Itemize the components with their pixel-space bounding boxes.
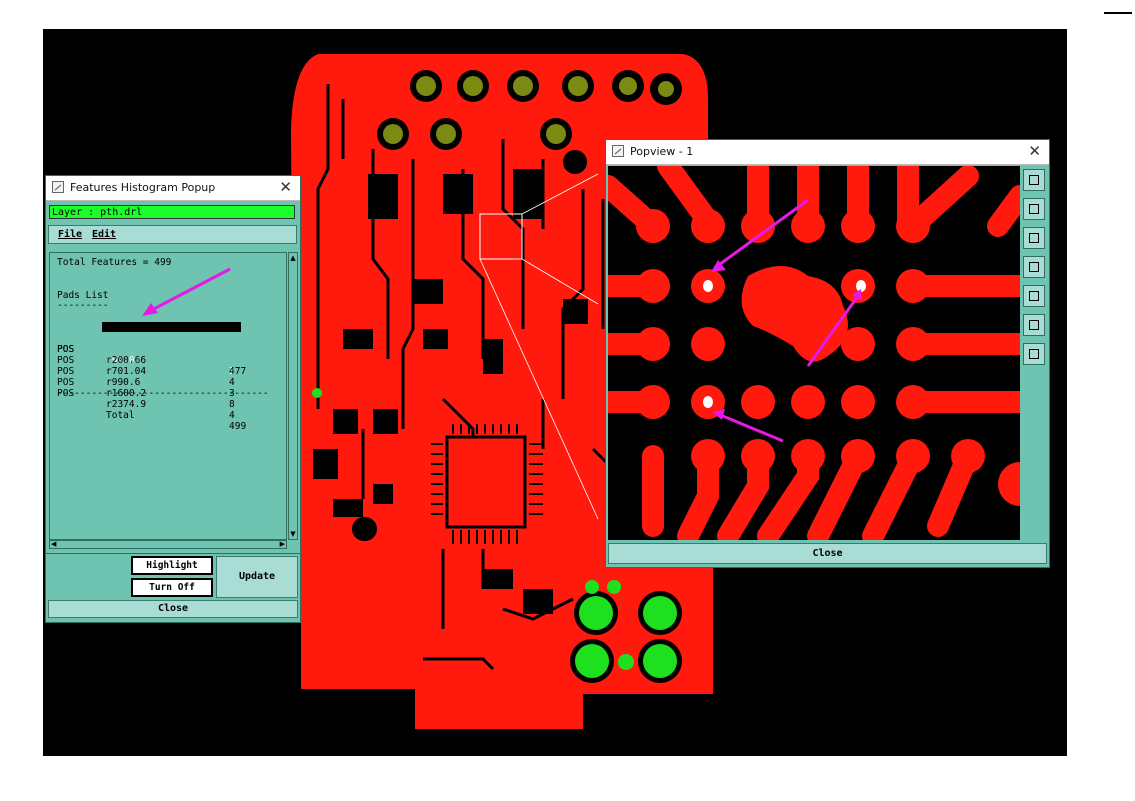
popview-zoom-view[interactable] bbox=[608, 166, 1020, 540]
popview-title-bar[interactable]: Popview - 1 ✕ bbox=[606, 140, 1049, 165]
zoom-fit-icon[interactable] bbox=[1023, 169, 1045, 191]
row-type: POS bbox=[57, 344, 75, 355]
features-window-title: Features Histogram Popup bbox=[70, 181, 216, 194]
horizontal-scrollbar[interactable]: ◀ ▶ bbox=[49, 540, 287, 549]
popview-window[interactable]: Popview - 1 ✕ bbox=[605, 139, 1050, 568]
row-count: 4 bbox=[229, 377, 235, 388]
features-histogram-window[interactable]: Features Histogram Popup ✕ Layer : pth.d… bbox=[45, 175, 301, 623]
pads-list-rule: --------- bbox=[57, 300, 109, 311]
row-symbol: r99.06 bbox=[106, 355, 141, 366]
table-row[interactable]: POS r2374.9 4 bbox=[57, 377, 277, 421]
total-features-text: Total Features = 499 bbox=[57, 257, 172, 268]
pan-up-icon[interactable] bbox=[1023, 198, 1045, 220]
zoom-in-icon[interactable] bbox=[1023, 314, 1045, 336]
scroll-right-icon[interactable]: ▶ bbox=[279, 540, 285, 548]
window-app-icon bbox=[612, 145, 624, 157]
row-symbol: r1600.2 bbox=[106, 388, 147, 399]
table-row[interactable]: POS r200.66 477 bbox=[57, 333, 277, 377]
row-type: POS bbox=[57, 377, 75, 388]
row-type: POS bbox=[57, 366, 75, 377]
row-symbol: r200.66 bbox=[106, 355, 147, 366]
close-icon[interactable]: ✕ bbox=[1028, 142, 1041, 160]
window-app-icon bbox=[52, 181, 64, 193]
row-symbol: r2374.9 bbox=[106, 399, 147, 410]
pads-list-panel[interactable]: Total Features = 499 Pads List ---------… bbox=[49, 252, 287, 540]
vertical-scrollbar[interactable]: ▲ ▼ bbox=[288, 252, 298, 540]
scroll-left-icon[interactable]: ◀ bbox=[51, 540, 57, 548]
corner-mark bbox=[1104, 12, 1132, 14]
close-icon[interactable]: ✕ bbox=[279, 178, 292, 196]
table-row[interactable]: POS r1600.2 8 bbox=[57, 366, 277, 410]
table-row[interactable]: POS r99.06 3 bbox=[57, 322, 277, 377]
scroll-up-icon[interactable]: ▲ bbox=[290, 254, 296, 262]
annotation-arrow bbox=[142, 267, 231, 316]
table-separator: ------------------------------------- bbox=[57, 388, 269, 399]
features-title-bar[interactable]: Features Histogram Popup ✕ bbox=[46, 176, 300, 201]
total-row: Total 499 bbox=[57, 399, 277, 432]
popview-window-title: Popview - 1 bbox=[630, 145, 694, 158]
row-count: 3 bbox=[229, 388, 235, 399]
row-count: 8 bbox=[229, 399, 235, 410]
table-row[interactable]: POS r990.6 3 bbox=[57, 355, 277, 399]
popview-toolbar bbox=[1021, 166, 1047, 540]
update-button[interactable]: Update bbox=[216, 556, 298, 598]
row-count: 3 bbox=[229, 366, 235, 377]
total-label: Total bbox=[106, 410, 135, 421]
table-row[interactable]: POS r701.04 4 bbox=[57, 344, 277, 388]
zoom-out-icon[interactable] bbox=[1023, 343, 1045, 365]
turn-off-button[interactable]: Turn Off bbox=[131, 578, 213, 597]
popview-close-button[interactable]: Close bbox=[608, 543, 1047, 564]
row-type: POS bbox=[57, 388, 75, 399]
total-count: 499 bbox=[229, 421, 247, 432]
layer-label: Layer : pth.drl bbox=[49, 205, 295, 219]
pan-down-icon[interactable] bbox=[1023, 227, 1045, 249]
zoomed-pcb-drawing bbox=[608, 166, 1020, 540]
menu-file[interactable]: File bbox=[58, 229, 83, 240]
pan-left-icon[interactable] bbox=[1023, 256, 1045, 278]
pan-right-icon[interactable] bbox=[1023, 285, 1045, 307]
close-button[interactable]: Close bbox=[48, 600, 298, 618]
menu-bar: File Edit bbox=[48, 225, 297, 244]
row-symbol: r990.6 bbox=[106, 377, 141, 388]
scroll-down-icon[interactable]: ▼ bbox=[290, 530, 296, 538]
pads-list-heading: Pads List bbox=[57, 290, 109, 301]
row-count: 4 bbox=[229, 410, 235, 421]
menu-edit[interactable]: Edit bbox=[92, 229, 117, 240]
row-count: 477 bbox=[229, 366, 247, 377]
row-selection-highlight bbox=[102, 322, 241, 332]
highlight-button[interactable]: Highlight bbox=[131, 556, 213, 575]
row-type: POS bbox=[57, 344, 75, 355]
row-symbol: r701.04 bbox=[106, 366, 147, 377]
button-row: Highlight Turn Off Update bbox=[46, 553, 300, 600]
row-type: POS bbox=[57, 355, 75, 366]
